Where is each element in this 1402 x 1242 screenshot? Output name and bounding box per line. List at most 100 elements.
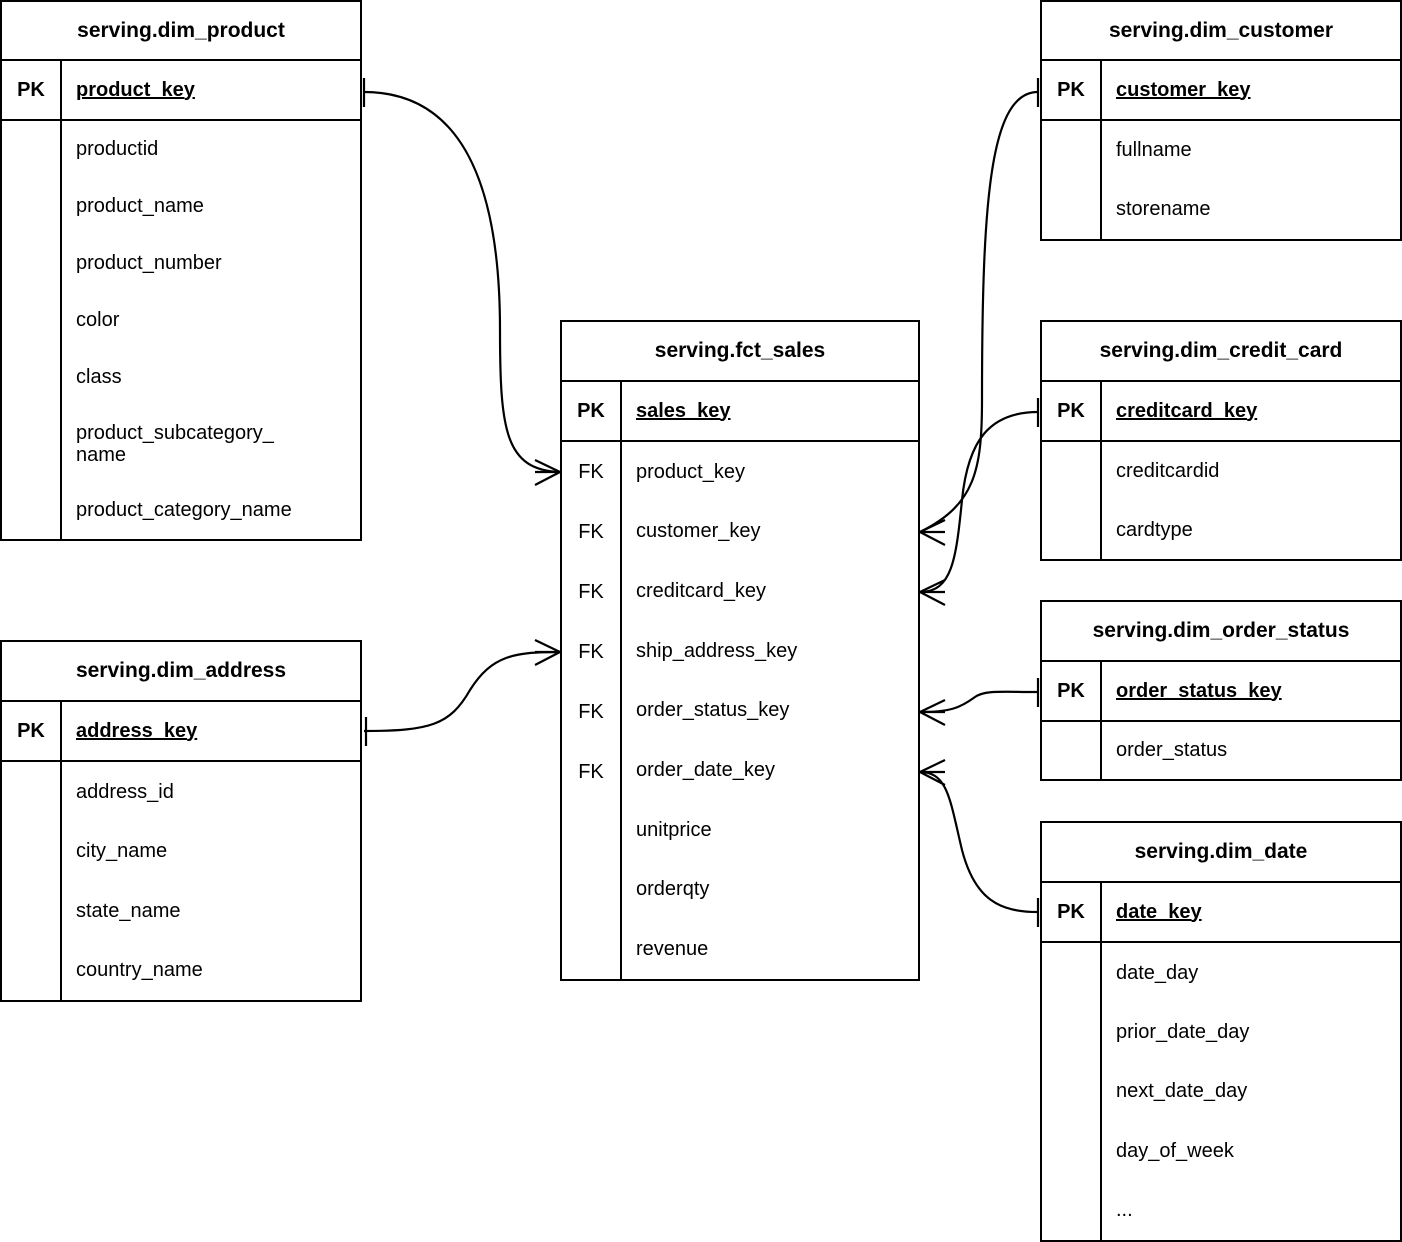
field-label: product_name	[76, 195, 204, 218]
field-row: cardtype	[1102, 501, 1400, 560]
table-title-text: serving.dim_credit_card	[1099, 339, 1343, 362]
pk-name-cell: address_key	[62, 720, 360, 743]
field-name-column: productid product_name product_number co…	[62, 121, 360, 539]
key-column	[1042, 722, 1102, 779]
pk-tag: PK	[1042, 662, 1102, 720]
field-row: orderqty	[622, 860, 918, 920]
pk-row-fct-sales: PK sales_key	[562, 382, 918, 442]
field-name-column: date_day prior_date_day next_date_day da…	[1102, 943, 1400, 1240]
field-name-column: creditcardid cardtype	[1102, 442, 1400, 559]
table-fct-sales[interactable]: serving.fct_sales PK sales_key FK FK FK …	[560, 320, 920, 981]
table-title-fct-sales: serving.fct_sales	[562, 322, 918, 382]
field-row: product_name	[62, 178, 360, 235]
table-dim-date[interactable]: serving.dim_date PK date_key date_day pr…	[1040, 821, 1402, 1242]
field-row: creditcardid	[1102, 442, 1400, 501]
pk-tag: PK	[1042, 382, 1102, 440]
field-label: productid	[76, 138, 159, 161]
fields-dim-credit-card: creditcardid cardtype	[1042, 442, 1400, 559]
field-label: order_date_key	[636, 759, 775, 781]
fk-tag: FK	[578, 640, 604, 663]
field-row: next_date_day	[1102, 1062, 1400, 1121]
pk-name-cell: sales_key	[622, 400, 918, 423]
field-label: date_day	[1116, 961, 1199, 984]
crow-foot-marker	[919, 519, 946, 546]
field-row: product_category_name	[62, 482, 360, 539]
table-title-dim-product: serving.dim_product	[2, 2, 360, 61]
field-row: product_key	[622, 442, 918, 502]
field-label: ...	[1116, 1199, 1133, 1222]
field-label: prior_date_day	[1116, 1020, 1250, 1043]
field-row: unitprice	[622, 800, 918, 860]
fk-tag: FK	[578, 580, 604, 603]
table-dim-address[interactable]: serving.dim_address PK address_key addre…	[0, 640, 362, 1002]
pk-field-name: date_key	[1116, 900, 1202, 923]
relationship-date	[919, 759, 1040, 927]
pk-row-dim-order-status: PK order_status_key	[1042, 662, 1400, 722]
field-row: date_day	[1102, 943, 1400, 1002]
fields-dim-address: address_id city_name state_name country_…	[2, 762, 360, 1000]
pk-row-dim-address: PK address_key	[2, 702, 360, 762]
table-title-dim-address: serving.dim_address	[2, 642, 360, 702]
field-label: product_number	[76, 252, 222, 275]
crow-foot-marker	[919, 579, 946, 606]
pk-name-cell: creditcard_key	[1102, 400, 1400, 423]
crow-foot-marker	[534, 459, 561, 486]
table-title-dim-credit-card: serving.dim_credit_card	[1042, 322, 1400, 382]
field-label: state_name	[76, 899, 181, 922]
relationship-address	[363, 639, 561, 746]
key-column: FK FK FK FK FK FK	[562, 442, 622, 979]
field-label: product_subcategory_	[76, 421, 274, 444]
fk-tag: FK	[578, 520, 604, 543]
pk-field-name: order_status_key	[1116, 679, 1282, 702]
relationship-line	[919, 690, 1039, 714]
field-label: city_name	[76, 840, 168, 863]
table-title-dim-date: serving.dim_date	[1042, 823, 1400, 883]
table-title-text: serving.dim_customer	[1108, 18, 1334, 42]
relationship-line	[363, 650, 561, 733]
table-title-dim-order-status: serving.dim_order_status	[1042, 602, 1400, 662]
fields-dim-order-status: order_status	[1042, 722, 1400, 779]
pk-row-dim-product: PK product_key	[2, 61, 360, 121]
pk-tag: PK	[1042, 61, 1102, 119]
table-title-text: serving.dim_address	[75, 659, 287, 682]
fields-dim-product: productid product_name product_number co…	[2, 121, 360, 539]
field-label: country_name	[76, 959, 203, 982]
table-dim-customer[interactable]: serving.dim_customer PK customer_key ful…	[1040, 0, 1402, 241]
pk-name-cell: product_key	[62, 79, 360, 102]
fields-fct-sales: FK FK FK FK FK FK product_key customer_k…	[562, 442, 918, 979]
table-dim-credit-card[interactable]: serving.dim_credit_card PK creditcard_ke…	[1040, 320, 1402, 561]
pk-field-name: creditcard_key	[1116, 399, 1258, 422]
pk-row-dim-credit-card: PK creditcard_key	[1042, 382, 1400, 442]
relationship-customer	[919, 78, 1040, 546]
field-row: country_name	[62, 941, 360, 1001]
pk-tag: PK	[562, 382, 622, 440]
field-row: class	[62, 349, 360, 406]
relationship-product	[362, 78, 561, 486]
key-column	[1042, 121, 1102, 239]
field-label: order_status	[1116, 739, 1228, 762]
field-label: color	[76, 309, 120, 332]
field-label: next_date_day	[1116, 1080, 1248, 1103]
field-label: unitprice	[636, 818, 712, 841]
table-title-text: serving.dim_date	[1134, 840, 1308, 863]
table-dim-product[interactable]: serving.dim_product PK product_key produ…	[0, 0, 362, 541]
field-label: product_category_name	[76, 499, 292, 522]
pk-row-dim-customer: PK customer_key	[1042, 61, 1400, 121]
field-label-cont: name	[76, 444, 127, 466]
field-row: color	[62, 292, 360, 349]
field-label: creditcard_key	[636, 579, 767, 602]
key-column	[2, 762, 62, 1000]
table-dim-order-status[interactable]: serving.dim_order_status PK order_status…	[1040, 600, 1402, 781]
crow-foot-marker	[534, 639, 561, 666]
field-row: revenue	[622, 919, 918, 979]
field-row: productid	[62, 121, 360, 178]
pk-field-name: address_key	[76, 719, 198, 742]
table-title-text: serving.fct_sales	[654, 339, 826, 362]
key-column	[2, 121, 62, 539]
table-title-dim-customer: serving.dim_customer	[1042, 2, 1400, 61]
field-name-column: order_status	[1102, 722, 1400, 779]
field-row: order_status	[1102, 722, 1400, 779]
pk-name-cell: date_key	[1102, 901, 1400, 924]
field-label: order_status_key	[636, 699, 790, 722]
field-row: fullname	[1102, 121, 1400, 180]
